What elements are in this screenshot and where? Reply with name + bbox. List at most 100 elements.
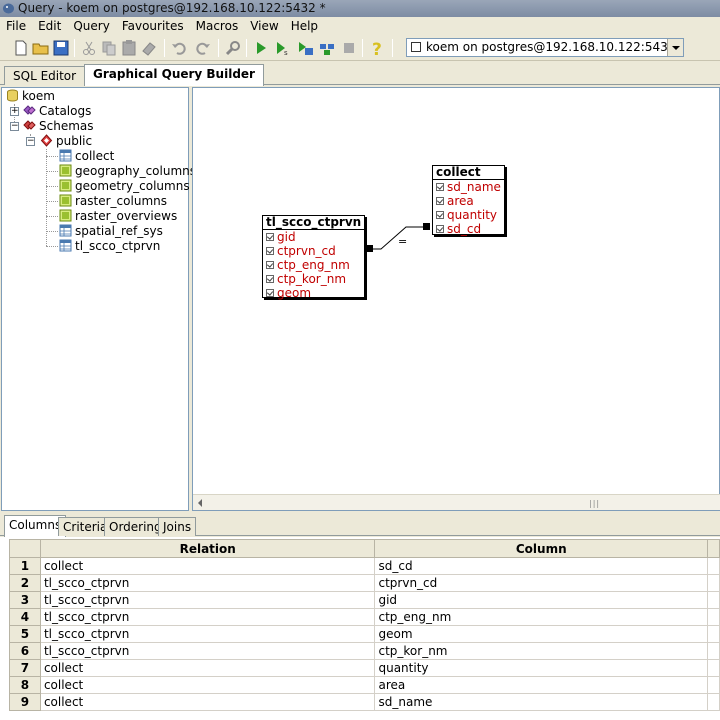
chevron-down-icon[interactable]	[667, 39, 683, 56]
menu-macros[interactable]: Macros	[195, 19, 239, 33]
field-quantity[interactable]: quantity	[433, 208, 504, 222]
cell-relation[interactable]: collect	[39, 659, 376, 677]
new-file-icon[interactable]	[12, 39, 30, 57]
checkbox-checked-icon[interactable]	[266, 289, 274, 297]
field-ctprvn-cd[interactable]: ctprvn_cd	[263, 244, 364, 258]
copy-icon[interactable]	[100, 39, 118, 57]
cell-column[interactable]: sd_name	[374, 693, 708, 711]
row-number[interactable]: 3	[9, 591, 41, 609]
row-number[interactable]: 2	[9, 574, 41, 592]
table-box-collect[interactable]: collect sd_name area quantity sd_cd	[432, 165, 505, 236]
table-box-title[interactable]: collect	[433, 166, 504, 180]
expand-catalogs-icon[interactable]: +	[10, 106, 19, 116]
field-ctp-eng-nm[interactable]: ctp_eng_nm	[263, 258, 364, 272]
cell-column[interactable]: ctp_kor_nm	[374, 642, 708, 660]
menu-favourites[interactable]: Favourites	[121, 19, 184, 33]
field-gid[interactable]: gid	[263, 230, 364, 244]
cut-icon[interactable]	[80, 39, 98, 57]
tab-columns[interactable]: Columns	[4, 515, 67, 537]
tree-item-view[interactable]: raster_overviews	[59, 209, 177, 224]
cell-column[interactable]: quantity	[374, 659, 708, 677]
row-number[interactable]: 5	[9, 625, 41, 643]
cell-relation[interactable]: tl_scco_ctprvn	[39, 642, 376, 660]
field-area[interactable]: area	[433, 194, 504, 208]
tree-item-view[interactable]: raster_columns	[59, 194, 167, 209]
cell-column[interactable]: ctprvn_cd	[374, 574, 708, 592]
tab-sql-editor[interactable]: SQL Editor	[4, 66, 86, 85]
cancel-query-icon[interactable]	[340, 39, 358, 57]
collapse-schemas-icon[interactable]: −	[10, 121, 19, 131]
tab-ordering[interactable]: Ordering	[104, 517, 167, 536]
checkbox-checked-icon[interactable]	[436, 183, 444, 191]
table-box-title[interactable]: tl_scco_ctprvn	[263, 216, 364, 230]
execute-icon[interactable]	[252, 39, 270, 57]
tree-item-view[interactable]: geometry_columns	[59, 179, 190, 194]
checkbox-checked-icon[interactable]	[436, 211, 444, 219]
cell-column[interactable]: geom	[374, 625, 708, 643]
cell-relation[interactable]: collect	[39, 676, 376, 694]
row-number[interactable]: 6	[9, 642, 41, 660]
undo-icon[interactable]	[170, 39, 188, 57]
cell-relation[interactable]: tl_scco_ctprvn	[39, 608, 376, 626]
menu-view[interactable]: View	[250, 19, 279, 33]
tree-item-table[interactable]: collect	[59, 149, 114, 164]
field-sd-name[interactable]: sd_name	[433, 180, 504, 194]
menu-file[interactable]: File	[6, 19, 27, 33]
cell-column[interactable]: ctp_eng_nm	[374, 608, 708, 626]
query-design-canvas[interactable]: = tl_scco_ctprvn gid ctprvn_cd ctp_eng_n…	[192, 87, 720, 511]
tab-criteria[interactable]: Criteria	[58, 517, 113, 536]
open-folder-icon[interactable]	[32, 39, 50, 57]
table-box-tl-scco-ctprvn[interactable]: tl_scco_ctprvn gid ctprvn_cd ctp_eng_nm …	[262, 215, 365, 300]
collapse-public-icon[interactable]: −	[26, 136, 35, 146]
cell-column[interactable]: gid	[374, 591, 708, 609]
connection-select[interactable]: koem on postgres@192.168.10.122:5432	[406, 38, 684, 57]
cell-relation[interactable]: collect	[39, 557, 376, 575]
tree-item-table[interactable]: spatial_ref_sys	[59, 224, 163, 239]
cell-column[interactable]: area	[374, 676, 708, 694]
cell-relation[interactable]: tl_scco_ctprvn	[39, 574, 376, 592]
paste-icon[interactable]	[120, 39, 138, 57]
tree-item-schemas[interactable]: Schemas	[23, 119, 94, 134]
horizontal-scrollbar[interactable]: |||	[193, 494, 720, 510]
row-number[interactable]: 9	[9, 693, 41, 711]
cell-relation[interactable]: tl_scco_ctprvn	[39, 591, 376, 609]
field-sd-cd[interactable]: sd_cd	[433, 222, 504, 236]
tab-graphical-query-builder[interactable]: Graphical Query Builder	[84, 64, 264, 86]
help-icon[interactable]: ?	[368, 39, 386, 57]
scroll-left-icon[interactable]	[198, 499, 202, 507]
find-icon[interactable]	[224, 39, 242, 57]
tree-item-table[interactable]: tl_scco_ctprvn	[59, 239, 161, 254]
row-number[interactable]: 7	[9, 659, 41, 677]
save-icon[interactable]	[52, 39, 70, 57]
clear-icon[interactable]	[140, 39, 158, 57]
checkbox-checked-icon[interactable]	[436, 197, 444, 205]
row-number[interactable]: 1	[9, 557, 41, 575]
grid-corner[interactable]	[9, 539, 41, 558]
explain-icon[interactable]	[318, 39, 336, 57]
redo-icon[interactable]	[194, 39, 212, 57]
tree-item-view[interactable]: geography_columns	[59, 164, 196, 179]
execute-pgscript-icon[interactable]: s	[274, 39, 292, 57]
row-number[interactable]: 4	[9, 608, 41, 626]
join-line[interactable]	[193, 88, 720, 511]
row-number[interactable]: 8	[9, 676, 41, 694]
checkbox-checked-icon[interactable]	[266, 261, 274, 269]
checkbox-checked-icon[interactable]	[436, 225, 444, 233]
cell-relation[interactable]: collect	[39, 693, 376, 711]
menu-edit[interactable]: Edit	[38, 19, 62, 33]
checkbox-checked-icon[interactable]	[266, 275, 274, 283]
grid-header-relation[interactable]: Relation	[39, 539, 376, 558]
cell-column[interactable]: sd_cd	[374, 557, 708, 575]
tree-item-public[interactable]: public	[40, 134, 92, 149]
checkbox-checked-icon[interactable]	[266, 233, 274, 241]
menu-query[interactable]: Query	[73, 19, 110, 33]
